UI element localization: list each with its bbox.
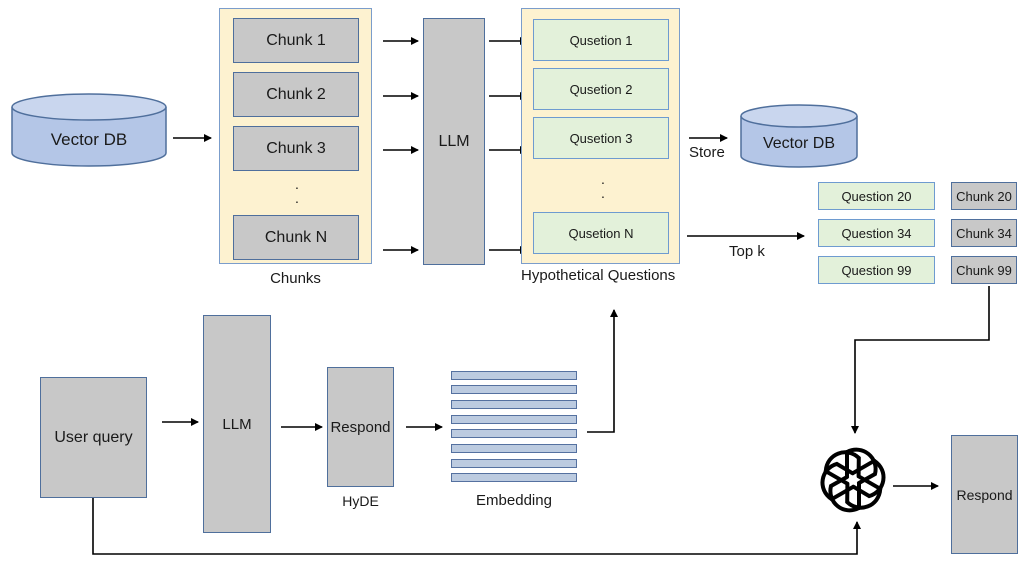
user-query-box: User query [40, 377, 147, 498]
hyde-respond-box: Respond [327, 367, 394, 487]
question-3: Qusetion 3 [533, 117, 669, 159]
question-1: Qusetion 1 [533, 19, 669, 61]
chunk-3: Chunk 3 [233, 126, 359, 171]
chunk-n: Chunk N [233, 215, 359, 260]
embedding-bar [451, 473, 577, 482]
vector-db-source-label: Vector DB [50, 130, 128, 149]
embedding-bar [451, 385, 577, 394]
embedding-bar [451, 371, 577, 380]
top-arrows [173, 37, 805, 254]
questions-label: Hypothetical Questions [521, 267, 676, 284]
embedding-bar [451, 459, 577, 468]
bottom-arrows [92, 286, 990, 555]
embedding-bar [451, 429, 577, 438]
store-label: Store [689, 144, 725, 161]
chunk-2: Chunk 2 [233, 72, 359, 117]
vector-db-store-label: Vector DB [762, 135, 836, 152]
openai-logo-icon [820, 447, 886, 513]
hyde-label: HyDE [342, 493, 379, 509]
retrieved-question-99: Question 99 [818, 256, 935, 284]
retrieved-question-34: Question 34 [818, 219, 935, 247]
chunks-ellipsis: .. [295, 176, 299, 206]
embedding-bar [451, 415, 577, 424]
llm-bottom: LLM [203, 315, 271, 533]
topk-label: Top k [729, 243, 765, 260]
question-n: Qusetion N [533, 212, 669, 254]
embedding-label: Embedding [476, 492, 552, 509]
retrieved-chunk-99: Chunk 99 [951, 256, 1017, 284]
final-respond-box: Respond [951, 435, 1018, 554]
llm-top: LLM [423, 18, 485, 265]
question-2: Qusetion 2 [533, 68, 669, 110]
embedding-bar [451, 400, 577, 409]
vector-db-source-cylinder [11, 93, 167, 167]
questions-ellipsis: .. [601, 171, 605, 201]
embedding-bar [451, 444, 577, 453]
retrieved-chunk-20: Chunk 20 [951, 182, 1017, 210]
vector-db-store-cylinder [740, 104, 858, 168]
chunks-label: Chunks [270, 270, 321, 287]
chunk-1: Chunk 1 [233, 18, 359, 63]
retrieved-chunk-34: Chunk 34 [951, 219, 1017, 247]
retrieved-question-20: Question 20 [818, 182, 935, 210]
